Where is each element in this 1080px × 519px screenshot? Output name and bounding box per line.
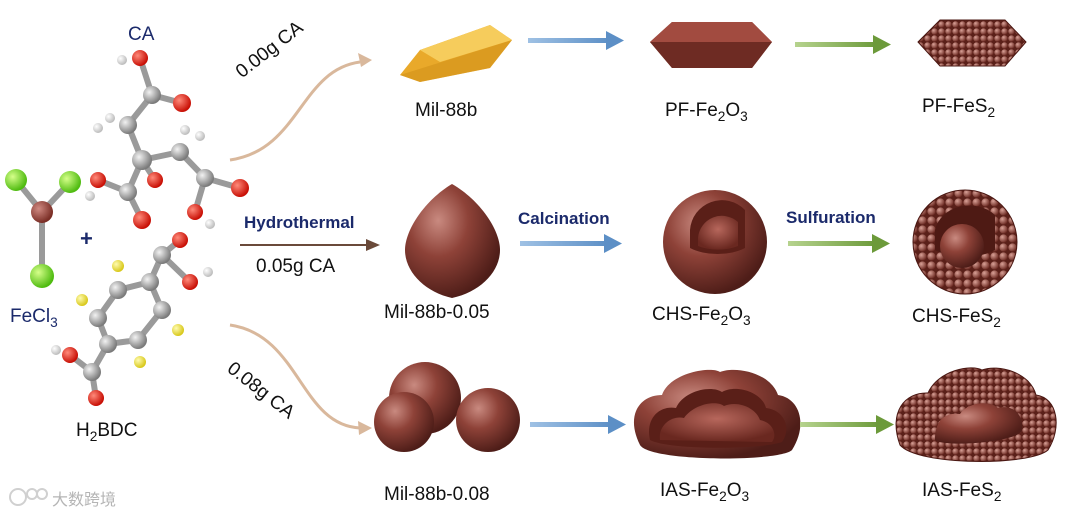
mil88b-crystal-yellow: [400, 25, 512, 82]
reaction-arrow-bottom: [229, 323, 372, 435]
mil88b-008-particle: [374, 362, 520, 452]
fecl3-molecule: [5, 169, 81, 288]
ias-fe2o3-shell: [633, 369, 801, 459]
pf-fes2-label: PF-FeS2: [922, 96, 996, 120]
chs-fe2o3-label: CHS-Fe2O3: [652, 304, 751, 328]
fecl3-label: FeCl3: [10, 306, 58, 330]
calcination-label: Calcination: [518, 209, 610, 228]
watermark-text: 大数跨境: [52, 492, 117, 509]
citric-acid-molecule: [85, 50, 249, 229]
plus-sign: +: [80, 226, 93, 251]
calcination-arrow-row2: [520, 234, 622, 253]
chs-fes2-bead-sphere: [912, 189, 1018, 295]
sulfuration-arrow-row2: [788, 234, 890, 253]
condition-middle-label: 0.05g CA: [256, 256, 336, 277]
watermark-logo-icon: [9, 488, 48, 506]
reaction-arrow-middle: [240, 239, 380, 251]
hydrothermal-label: Hydrothermal: [244, 213, 355, 232]
ias-fe2o3-label: IAS-Fe2O3: [660, 480, 750, 504]
sulfuration-label: Sulfuration: [786, 208, 876, 227]
calcination-arrow-row1: [528, 31, 624, 50]
pf-fe2o3-label: PF-Fe2O3: [665, 100, 748, 124]
calcination-arrow-row3: [530, 415, 626, 434]
chs-fes2-label: CHS-FeS2: [912, 306, 1001, 330]
sulfuration-arrow-row1: [795, 35, 891, 54]
mil88b-005-particle: [405, 184, 500, 298]
pf-fes2-bead-rod: [917, 19, 1027, 67]
ias-fes2-label: IAS-FeS2: [922, 480, 1002, 504]
h2bdc-molecule: [51, 232, 213, 406]
mil88b-005-label: Mil-88b-0.05: [384, 302, 490, 323]
mil88b-label: Mil-88b: [415, 100, 478, 121]
pf-fe2o3-crystal: [650, 22, 772, 68]
mil88b-008-label: Mil-88b-0.08: [384, 484, 490, 505]
chs-fe2o3-hollow-sphere: [663, 190, 767, 294]
reaction-arrow-top: [229, 53, 372, 162]
h2bdc-label: H2BDC: [76, 420, 138, 444]
ca-label: CA: [128, 24, 155, 45]
sulfuration-arrow-row3: [800, 415, 894, 434]
ias-fes2-bead-shell: [895, 367, 1057, 462]
